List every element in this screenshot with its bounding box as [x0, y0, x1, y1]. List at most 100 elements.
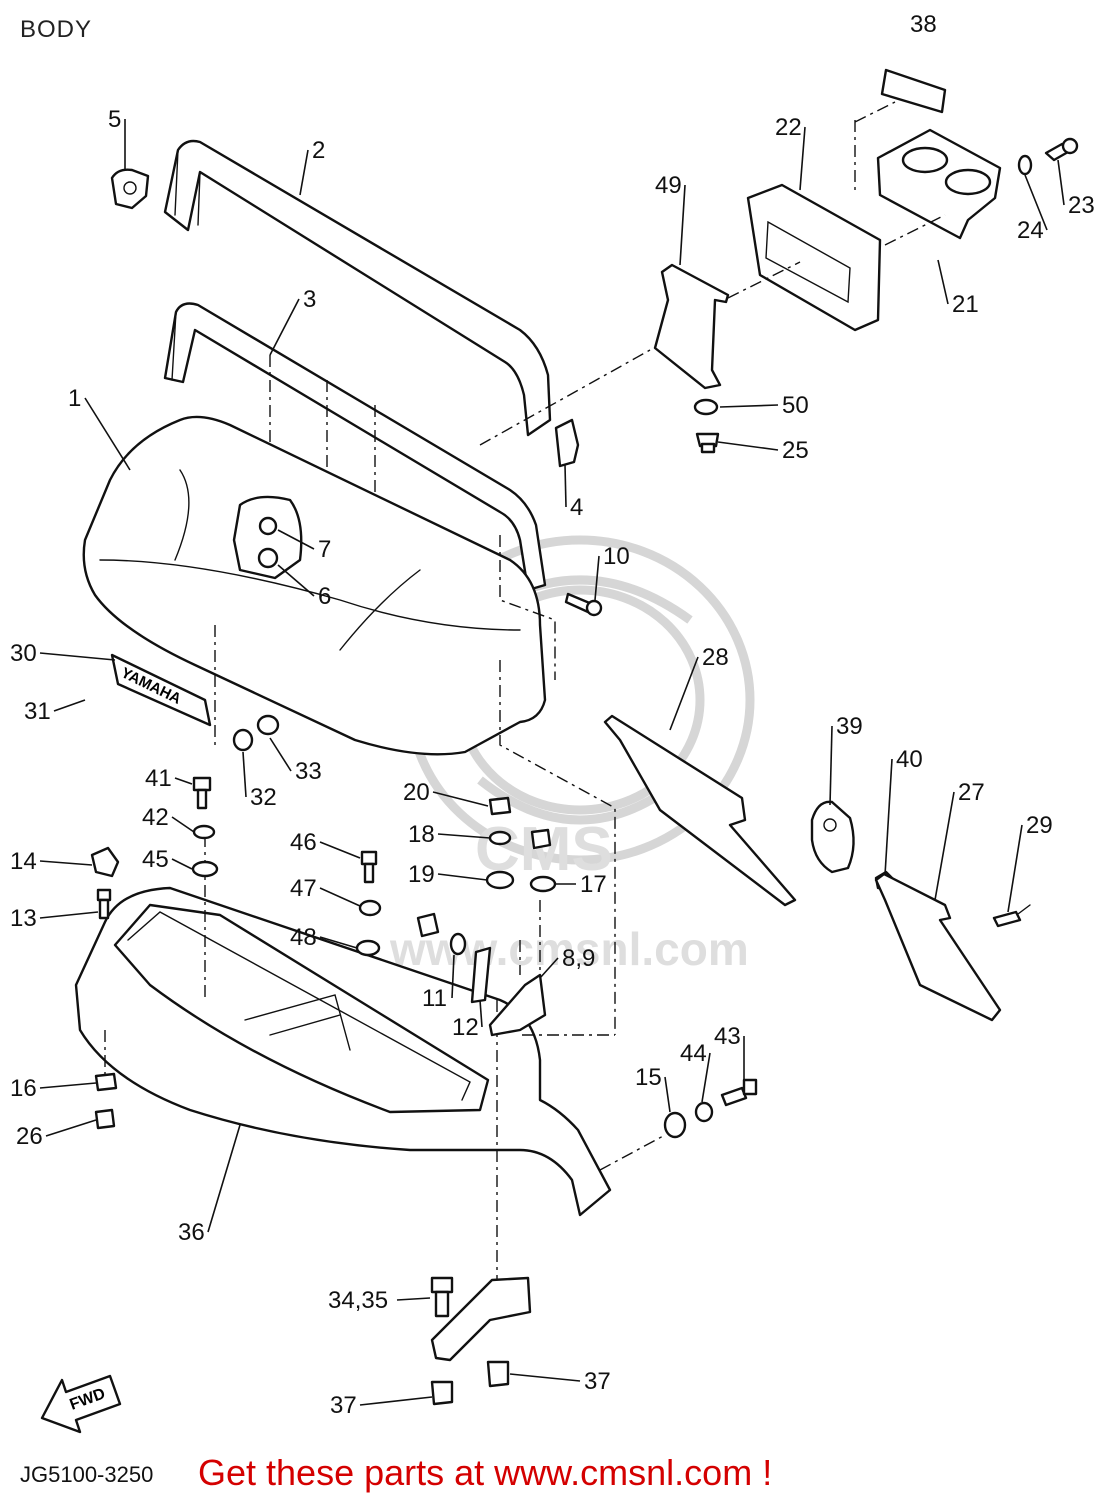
part-20-nut-c — [416, 912, 440, 938]
callout-19: 19 — [408, 861, 435, 888]
part-21-cup-holder — [876, 128, 1002, 240]
leader-line-4 — [564, 464, 567, 508]
callout-33: 33 — [295, 758, 322, 785]
watermark-url: www.cmsnl.com — [389, 923, 749, 975]
leader-line-13 — [39, 911, 99, 919]
leader-line-46 — [319, 841, 361, 859]
leader-line-20 — [432, 791, 489, 807]
part-44-nut — [694, 1101, 714, 1123]
callout-37: 37 — [330, 1392, 357, 1419]
callout-44: 44 — [680, 1040, 707, 1067]
part-27-flap-right — [874, 872, 1002, 1022]
leader-line-31 — [53, 699, 86, 712]
part-45-washer-upper — [191, 860, 219, 878]
part-50-washer — [693, 398, 719, 416]
diagram-title: BODY — [20, 16, 93, 43]
callout-36: 36 — [178, 1219, 205, 1246]
callout-34-35: 34,35 — [328, 1287, 388, 1314]
callout-30: 30 — [10, 640, 37, 667]
leader-line-36 — [207, 1124, 241, 1233]
leader-line-29 — [1007, 824, 1023, 913]
part-13-bolt — [96, 888, 112, 920]
part-15-nut — [94, 1072, 118, 1092]
callout-1: 1 — [68, 385, 81, 412]
leader-line-42 — [171, 816, 195, 833]
part-47-nut — [358, 899, 382, 917]
callout-41: 41 — [145, 765, 172, 792]
leader-line-33 — [269, 737, 292, 772]
part-28-flap-left — [603, 714, 797, 907]
leader-line-19 — [437, 873, 488, 881]
leader-line-30 — [39, 652, 116, 661]
callout-20: 20 — [403, 779, 430, 806]
callout-13: 13 — [10, 905, 37, 932]
part-8-9-bracket — [488, 973, 547, 1037]
callout-11: 11 — [422, 985, 447, 1012]
leader-line-39 — [829, 725, 833, 806]
part-11-washer — [449, 932, 467, 956]
leader-line-1 — [84, 397, 131, 471]
leader-line-48 — [319, 936, 358, 949]
part-41-bolt — [192, 776, 212, 810]
callout-37: 37 — [584, 1368, 611, 1395]
part-14-clip — [90, 846, 120, 878]
part-16-nut — [94, 1108, 116, 1130]
part-38-pad — [880, 68, 947, 114]
callout-16: 16 — [10, 1075, 37, 1102]
leader-line-45 — [171, 858, 193, 870]
part-37-grommet-b — [430, 1380, 454, 1406]
callout-15: 15 — [635, 1064, 662, 1091]
part-29-rivet — [992, 904, 1031, 928]
part-23-screw — [1044, 137, 1079, 162]
leader-line-49 — [679, 184, 686, 266]
part-18-washer — [488, 830, 512, 846]
callout-2: 2 — [312, 137, 325, 164]
callout-17: 17 — [580, 871, 607, 898]
leader-line-28 — [669, 656, 699, 731]
part-5-clip — [110, 168, 150, 210]
callout-49: 49 — [655, 172, 682, 199]
part-34-35-bracket — [430, 1276, 532, 1362]
part-42-nut — [192, 824, 216, 840]
callout-42: 42 — [142, 804, 169, 831]
part-32-washer — [232, 728, 254, 752]
callout-6: 6 — [318, 583, 331, 610]
callout-48: 48 — [290, 924, 317, 951]
callout-32: 32 — [250, 784, 277, 811]
leader-line-37 — [359, 1396, 433, 1406]
fwd-arrow-icon: FWD — [40, 1374, 122, 1434]
drawing-number: JG5100-3250 — [20, 1462, 154, 1487]
leader-line-27 — [934, 791, 955, 901]
callout-46: 46 — [290, 829, 317, 856]
callout-14: 14 — [10, 848, 37, 875]
callout-18: 18 — [408, 821, 435, 848]
callout-7: 7 — [318, 536, 331, 563]
leader-line-40 — [884, 758, 893, 876]
part-17-washer — [529, 875, 557, 893]
callout-43: 43 — [714, 1023, 741, 1050]
promo-link[interactable]: Get these parts at www.cmsnl.com ! — [198, 1452, 773, 1493]
leader-line-47 — [319, 887, 361, 907]
callout-40: 40 — [896, 746, 923, 773]
callout-31: 31 — [24, 698, 51, 725]
leader-line-24 — [1024, 174, 1048, 231]
leader-line-23 — [1057, 159, 1065, 206]
leader-line-10 — [594, 555, 600, 601]
part-36-bolt — [430, 1276, 454, 1318]
callout-26: 26 — [16, 1123, 43, 1150]
callout-21: 21 — [952, 291, 979, 318]
part-20-nut-b — [530, 828, 552, 850]
callout-22: 22 — [775, 114, 802, 141]
part-1-front-cowl — [82, 415, 547, 756]
leader-line-11 — [451, 954, 455, 999]
leader-line-15 — [664, 1076, 671, 1113]
leader-line-26 — [45, 1119, 97, 1137]
part-37-grommet-a — [486, 1360, 510, 1388]
leader-line-44 — [701, 1052, 711, 1103]
part-19-washer — [485, 870, 515, 890]
part-10-screw — [564, 592, 603, 617]
leader-line-8-9 — [539, 957, 559, 979]
part-46-bolt — [360, 850, 378, 884]
callout-23: 23 — [1068, 192, 1095, 219]
